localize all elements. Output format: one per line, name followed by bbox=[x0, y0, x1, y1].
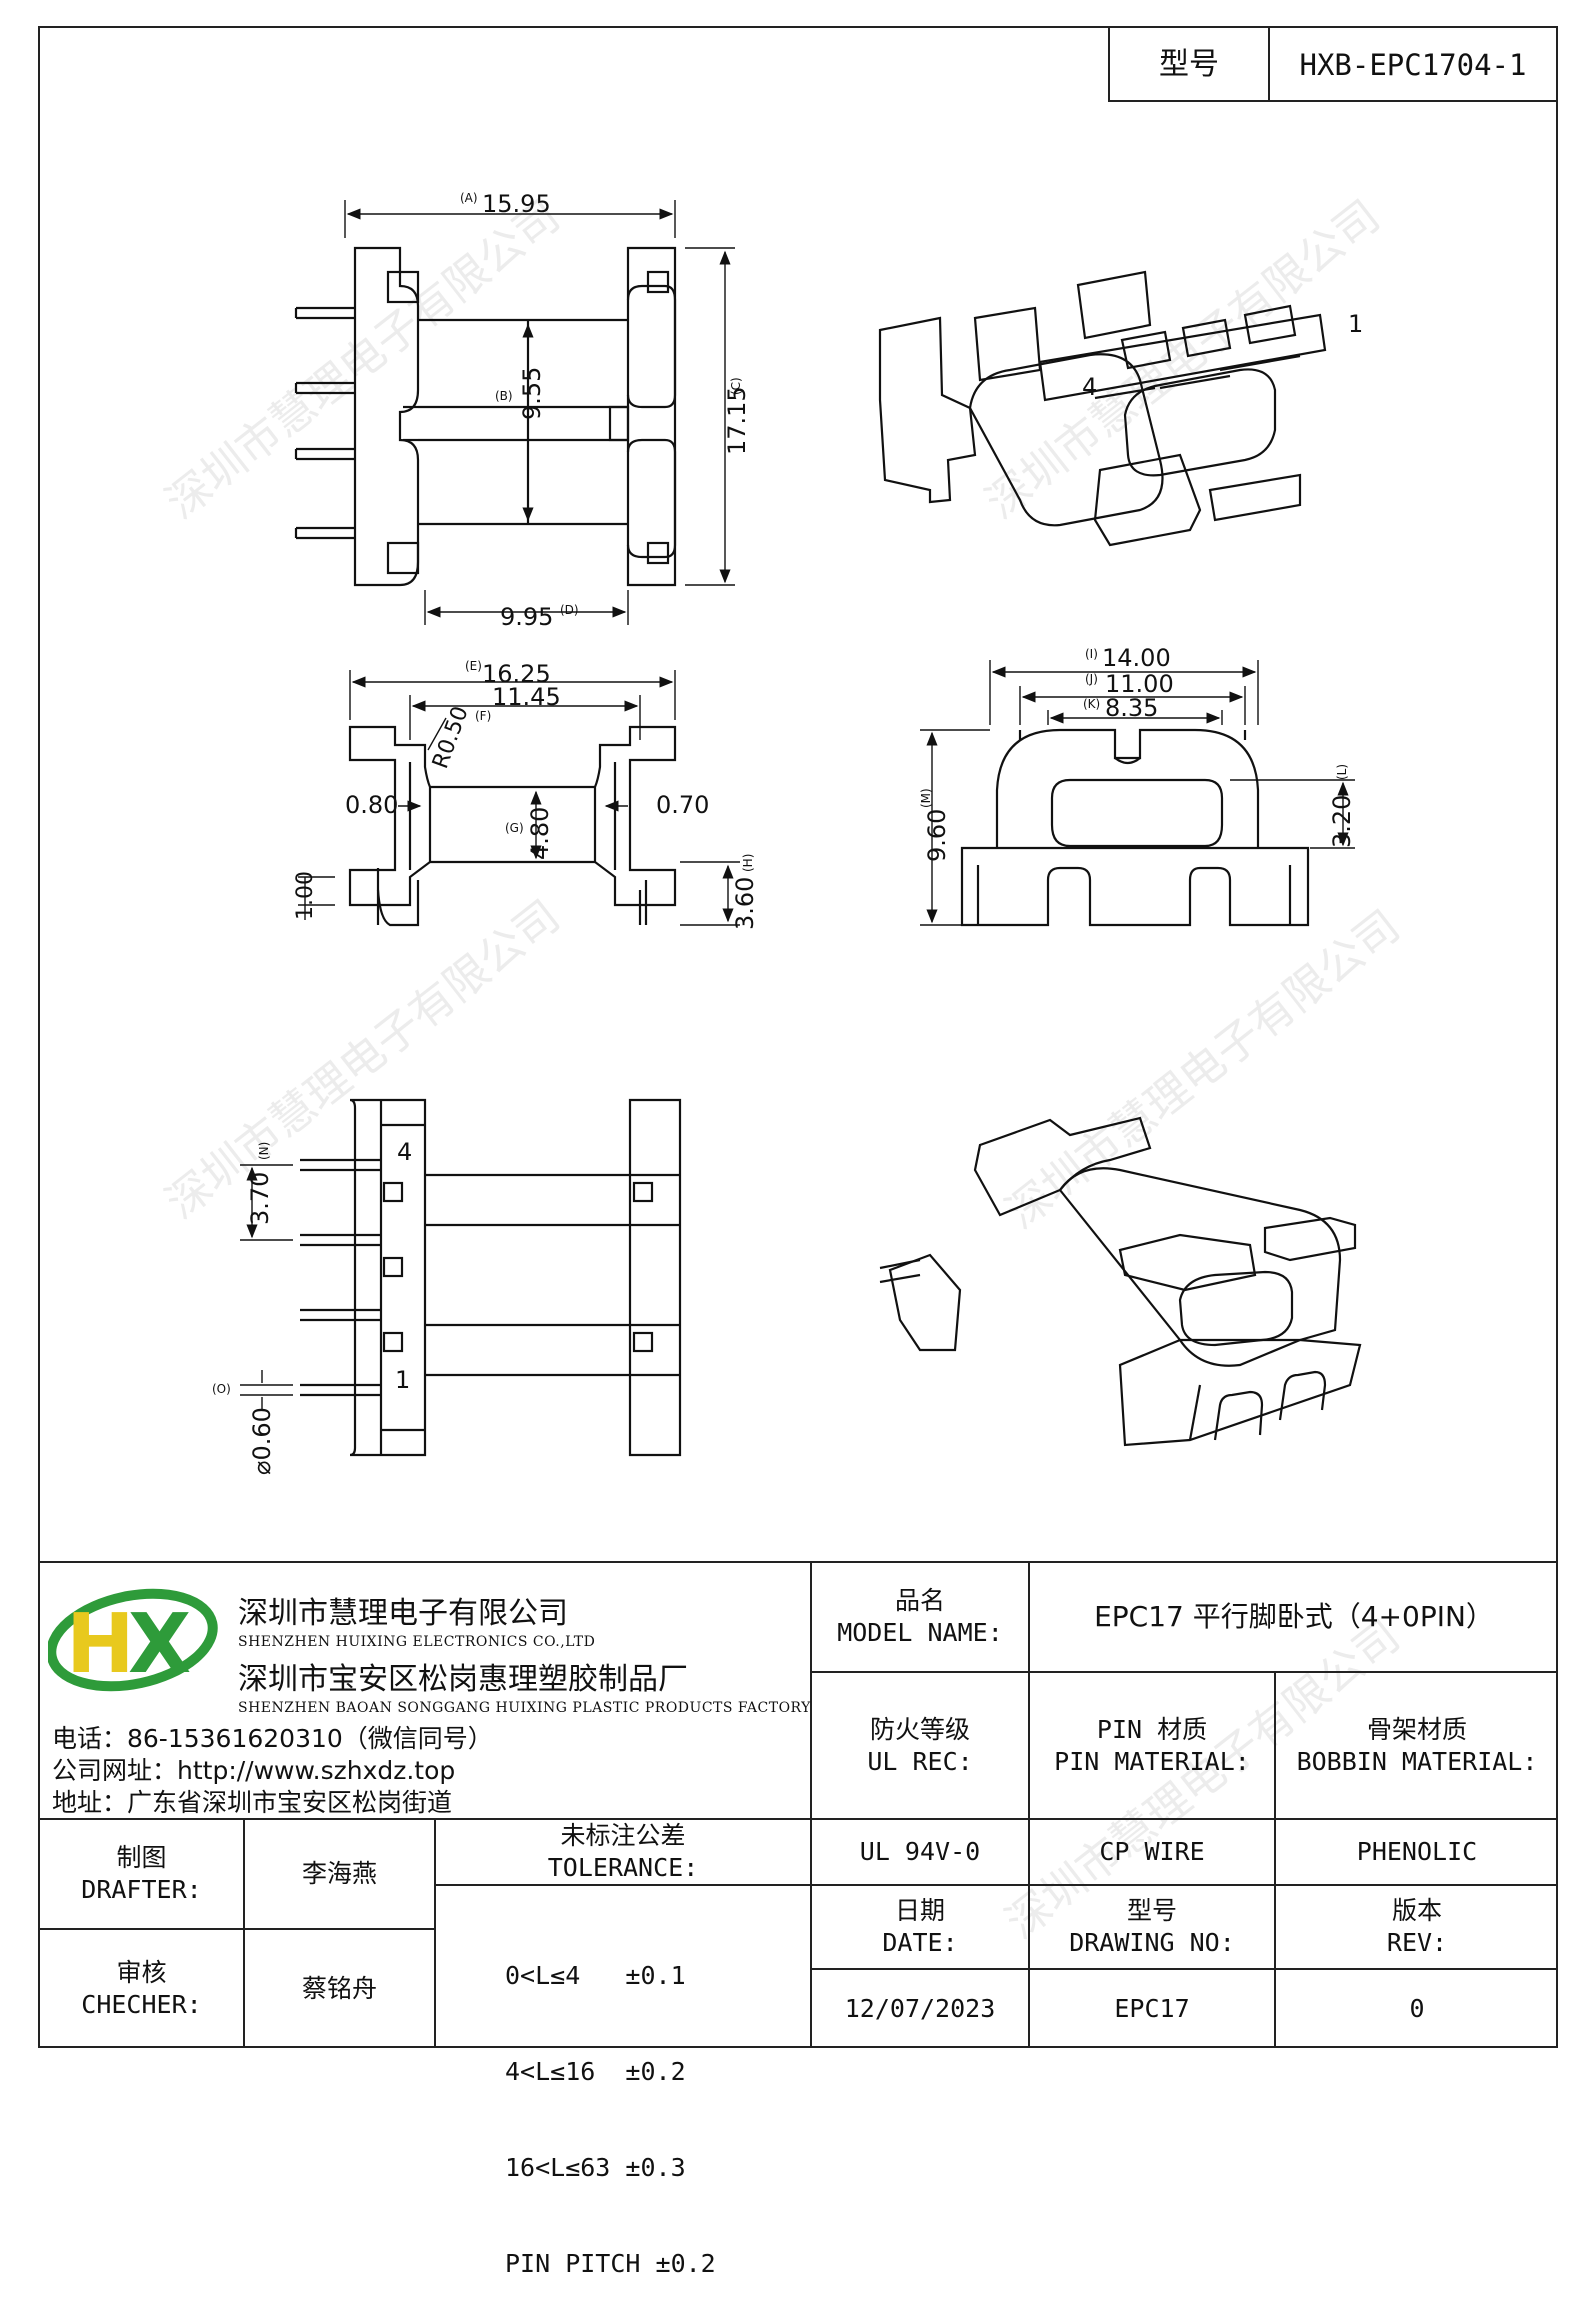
bottom-pin-4-label: 4 bbox=[397, 1138, 412, 1166]
dim-b: 9.55 bbox=[518, 367, 546, 420]
dim-j: 11.00 bbox=[1105, 670, 1174, 698]
pin-material-value: CP WIRE bbox=[1099, 1837, 1205, 1866]
model-name-label: 品名 MODEL NAME: bbox=[837, 1586, 1003, 1647]
dim-o-tag: (O) bbox=[212, 1382, 231, 1396]
rev-value: 0 bbox=[1409, 1994, 1425, 2023]
dim-f: 11.45 bbox=[492, 683, 561, 711]
logo-h: H bbox=[66, 1597, 135, 1692]
side-view bbox=[960, 728, 1310, 927]
dim-d-tag: (D) bbox=[560, 603, 579, 617]
bottom-view bbox=[300, 1098, 682, 1457]
dim-left-wall: 0.80 bbox=[345, 791, 398, 819]
drafter-name: 李海燕 bbox=[301, 1859, 377, 1888]
dim-e-tag: (E) bbox=[465, 659, 482, 673]
date-label: 日期 DATE: bbox=[882, 1896, 958, 1957]
date-value: 12/07/2023 bbox=[844, 1994, 996, 2023]
drawing-no-label: 型号 DRAWING NO: bbox=[1069, 1896, 1235, 1957]
tolerance-label: 未标注公差 TOLERANCE: bbox=[547, 1821, 699, 1882]
dim-k: 8.35 bbox=[1105, 694, 1158, 722]
fire-rating-value: UL 94V-0 bbox=[859, 1837, 981, 1866]
fire-rating-label: 防火等级 UL REC: bbox=[867, 1714, 973, 1776]
drawing-no-value: EPC17 bbox=[1114, 1994, 1190, 2023]
dim-d: 9.95 bbox=[500, 603, 553, 631]
model-block bbox=[1108, 26, 1558, 102]
dim-g-tag: (G) bbox=[505, 821, 524, 835]
pin-4-label: 4 bbox=[1082, 373, 1097, 401]
company-logo: H X bbox=[48, 1588, 218, 1692]
dim-e: 16.25 bbox=[482, 660, 551, 688]
dim-n-tag: (N) bbox=[257, 1142, 271, 1160]
company-name-cn: 深圳市慧理电子有限公司 bbox=[238, 1596, 568, 1631]
model-label: 型号 bbox=[1159, 47, 1219, 82]
dim-o: ⌀0.60 bbox=[248, 1407, 276, 1475]
factory-name-cn: 深圳市宝安区松岗惠理塑胶制品厂 bbox=[238, 1662, 688, 1697]
model-name-value: EPC17 平行脚卧式（4+0PIN） bbox=[1094, 1600, 1494, 1633]
model-value: HXB-EPC1704-1 bbox=[1299, 48, 1527, 82]
company-phone: 电话：86-15361620310（微信同号） bbox=[52, 1724, 493, 1753]
dim-k-tag: (K) bbox=[1083, 697, 1100, 711]
dim-h: 3.60 bbox=[731, 877, 759, 930]
dim-c: 17.15 bbox=[723, 386, 751, 455]
pin-material-label: PIN 材质 PIN MATERIAL: bbox=[1054, 1714, 1250, 1776]
dim-i-tag: (I) bbox=[1085, 647, 1098, 661]
company-address: 地址：广东省深圳市宝安区松岗街道 bbox=[52, 1788, 453, 1817]
tolerance-row: 16<L≤63 ±0.3 bbox=[505, 2153, 686, 2182]
dim-g: 4.80 bbox=[526, 807, 554, 860]
front-view bbox=[348, 725, 677, 927]
dim-i: 14.00 bbox=[1102, 644, 1171, 672]
dim-n: 3.70 bbox=[246, 1172, 274, 1225]
drafter-label: 制图 DRAFTER: bbox=[81, 1843, 202, 1904]
isometric-view-2 bbox=[879, 1116, 1362, 1447]
dim-a: 15.95 bbox=[482, 190, 551, 218]
dim-h-left: 1.00 bbox=[293, 871, 318, 920]
dim-m: 9.60 bbox=[923, 809, 951, 862]
dim-l: 3.20 bbox=[1328, 795, 1356, 848]
rev-label: 版本 REV: bbox=[1386, 1896, 1448, 1957]
tolerance-row: PIN PITCH ±0.2 bbox=[505, 2249, 716, 2278]
tolerance-row: 4<L≤16 ±0.2 bbox=[505, 2057, 686, 2086]
company-name-en: SHENZHEN HUIXING ELECTRONICS CO.,LTD bbox=[238, 1634, 596, 1650]
dim-l-tag: (L) bbox=[1335, 764, 1349, 780]
company-website: 公司网址：http://www.szhxdz.top bbox=[52, 1756, 456, 1785]
bobbin-material-value: PHENOLIC bbox=[1356, 1837, 1478, 1866]
bobbin-material-label: 骨架材质 BOBBIN MATERIAL: bbox=[1296, 1714, 1538, 1776]
isometric-view-1 bbox=[878, 270, 1327, 547]
top-view bbox=[294, 246, 677, 587]
factory-name-en: SHENZHEN BAOAN SONGGANG HUIXING PLASTIC … bbox=[238, 1700, 811, 1716]
bottom-pin-1-label: 1 bbox=[395, 1366, 410, 1394]
logo-x: X bbox=[128, 1597, 191, 1692]
dim-b-tag: (B) bbox=[495, 389, 513, 403]
pin-1-label: 1 bbox=[1348, 310, 1363, 338]
checker-name: 蔡铭舟 bbox=[301, 1974, 377, 2003]
dim-a-tag: (A) bbox=[460, 191, 478, 205]
dim-right-wall: 0.70 bbox=[656, 791, 709, 819]
tolerance-row: 0<L≤4 ±0.1 bbox=[505, 1961, 686, 1990]
checker-label: 审核 CHECHER: bbox=[81, 1958, 202, 2019]
tolerance-table: 0<L≤4 ±0.1 4<L≤16 ±0.2 16<L≤63 ±0.3 PIN … bbox=[505, 1896, 716, 2312]
dim-j-tag: (J) bbox=[1085, 672, 1098, 686]
technical-drawing: (A) 15.95 (B) 9.55 17.15 (C) 9.95 (D) (E… bbox=[212, 190, 1363, 1475]
drawing-frame bbox=[38, 26, 1558, 2048]
dim-m-tag: (M) bbox=[919, 788, 933, 808]
dim-c-tag: (C) bbox=[729, 377, 743, 395]
dim-f-tag: (F) bbox=[475, 709, 491, 723]
dim-h-tag: (H) bbox=[741, 854, 755, 872]
